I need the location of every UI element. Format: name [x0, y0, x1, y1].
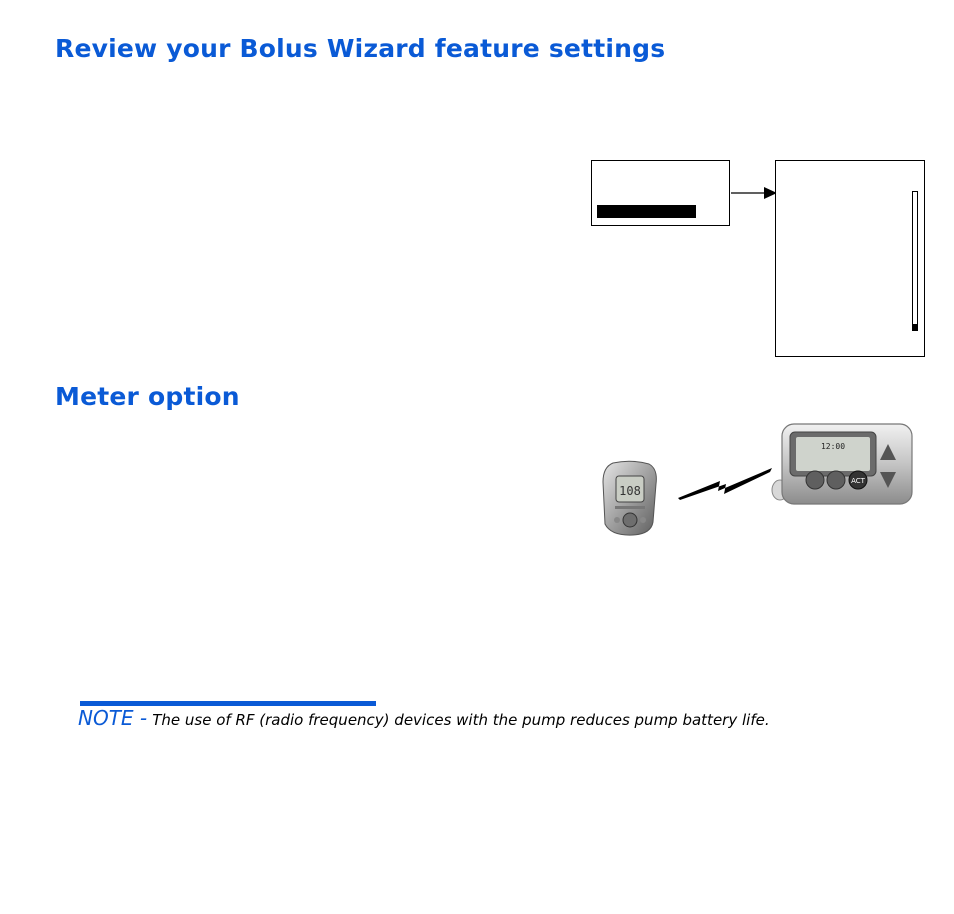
menu-highlight-bar [597, 205, 696, 218]
pump-review-screen [775, 160, 925, 357]
note-paragraph: NOTE - The use of RF (radio frequency) d… [78, 706, 770, 730]
svg-text:ACT: ACT [851, 477, 866, 485]
pump-menu-screen [591, 160, 730, 226]
note-divider [80, 701, 376, 706]
insulin-pump-icon: 12:00 ACT [771, 423, 913, 505]
note-label: NOTE - [78, 706, 148, 730]
note-text: The use of RF (radio frequency) devices … [152, 711, 770, 729]
heading-bolus-wizard-settings: Review your Bolus Wizard feature setting… [55, 34, 666, 63]
heading-meter-option: Meter option [55, 382, 240, 411]
rf-signal-icon [678, 468, 772, 500]
glucose-meter-icon: 108 [602, 460, 657, 536]
svg-text:108: 108 [619, 484, 641, 498]
svg-text:12:00: 12:00 [821, 442, 845, 451]
screen-scrollbar [912, 191, 918, 331]
scrollbar-thumb [913, 324, 917, 330]
arrow-right-icon [731, 187, 777, 199]
